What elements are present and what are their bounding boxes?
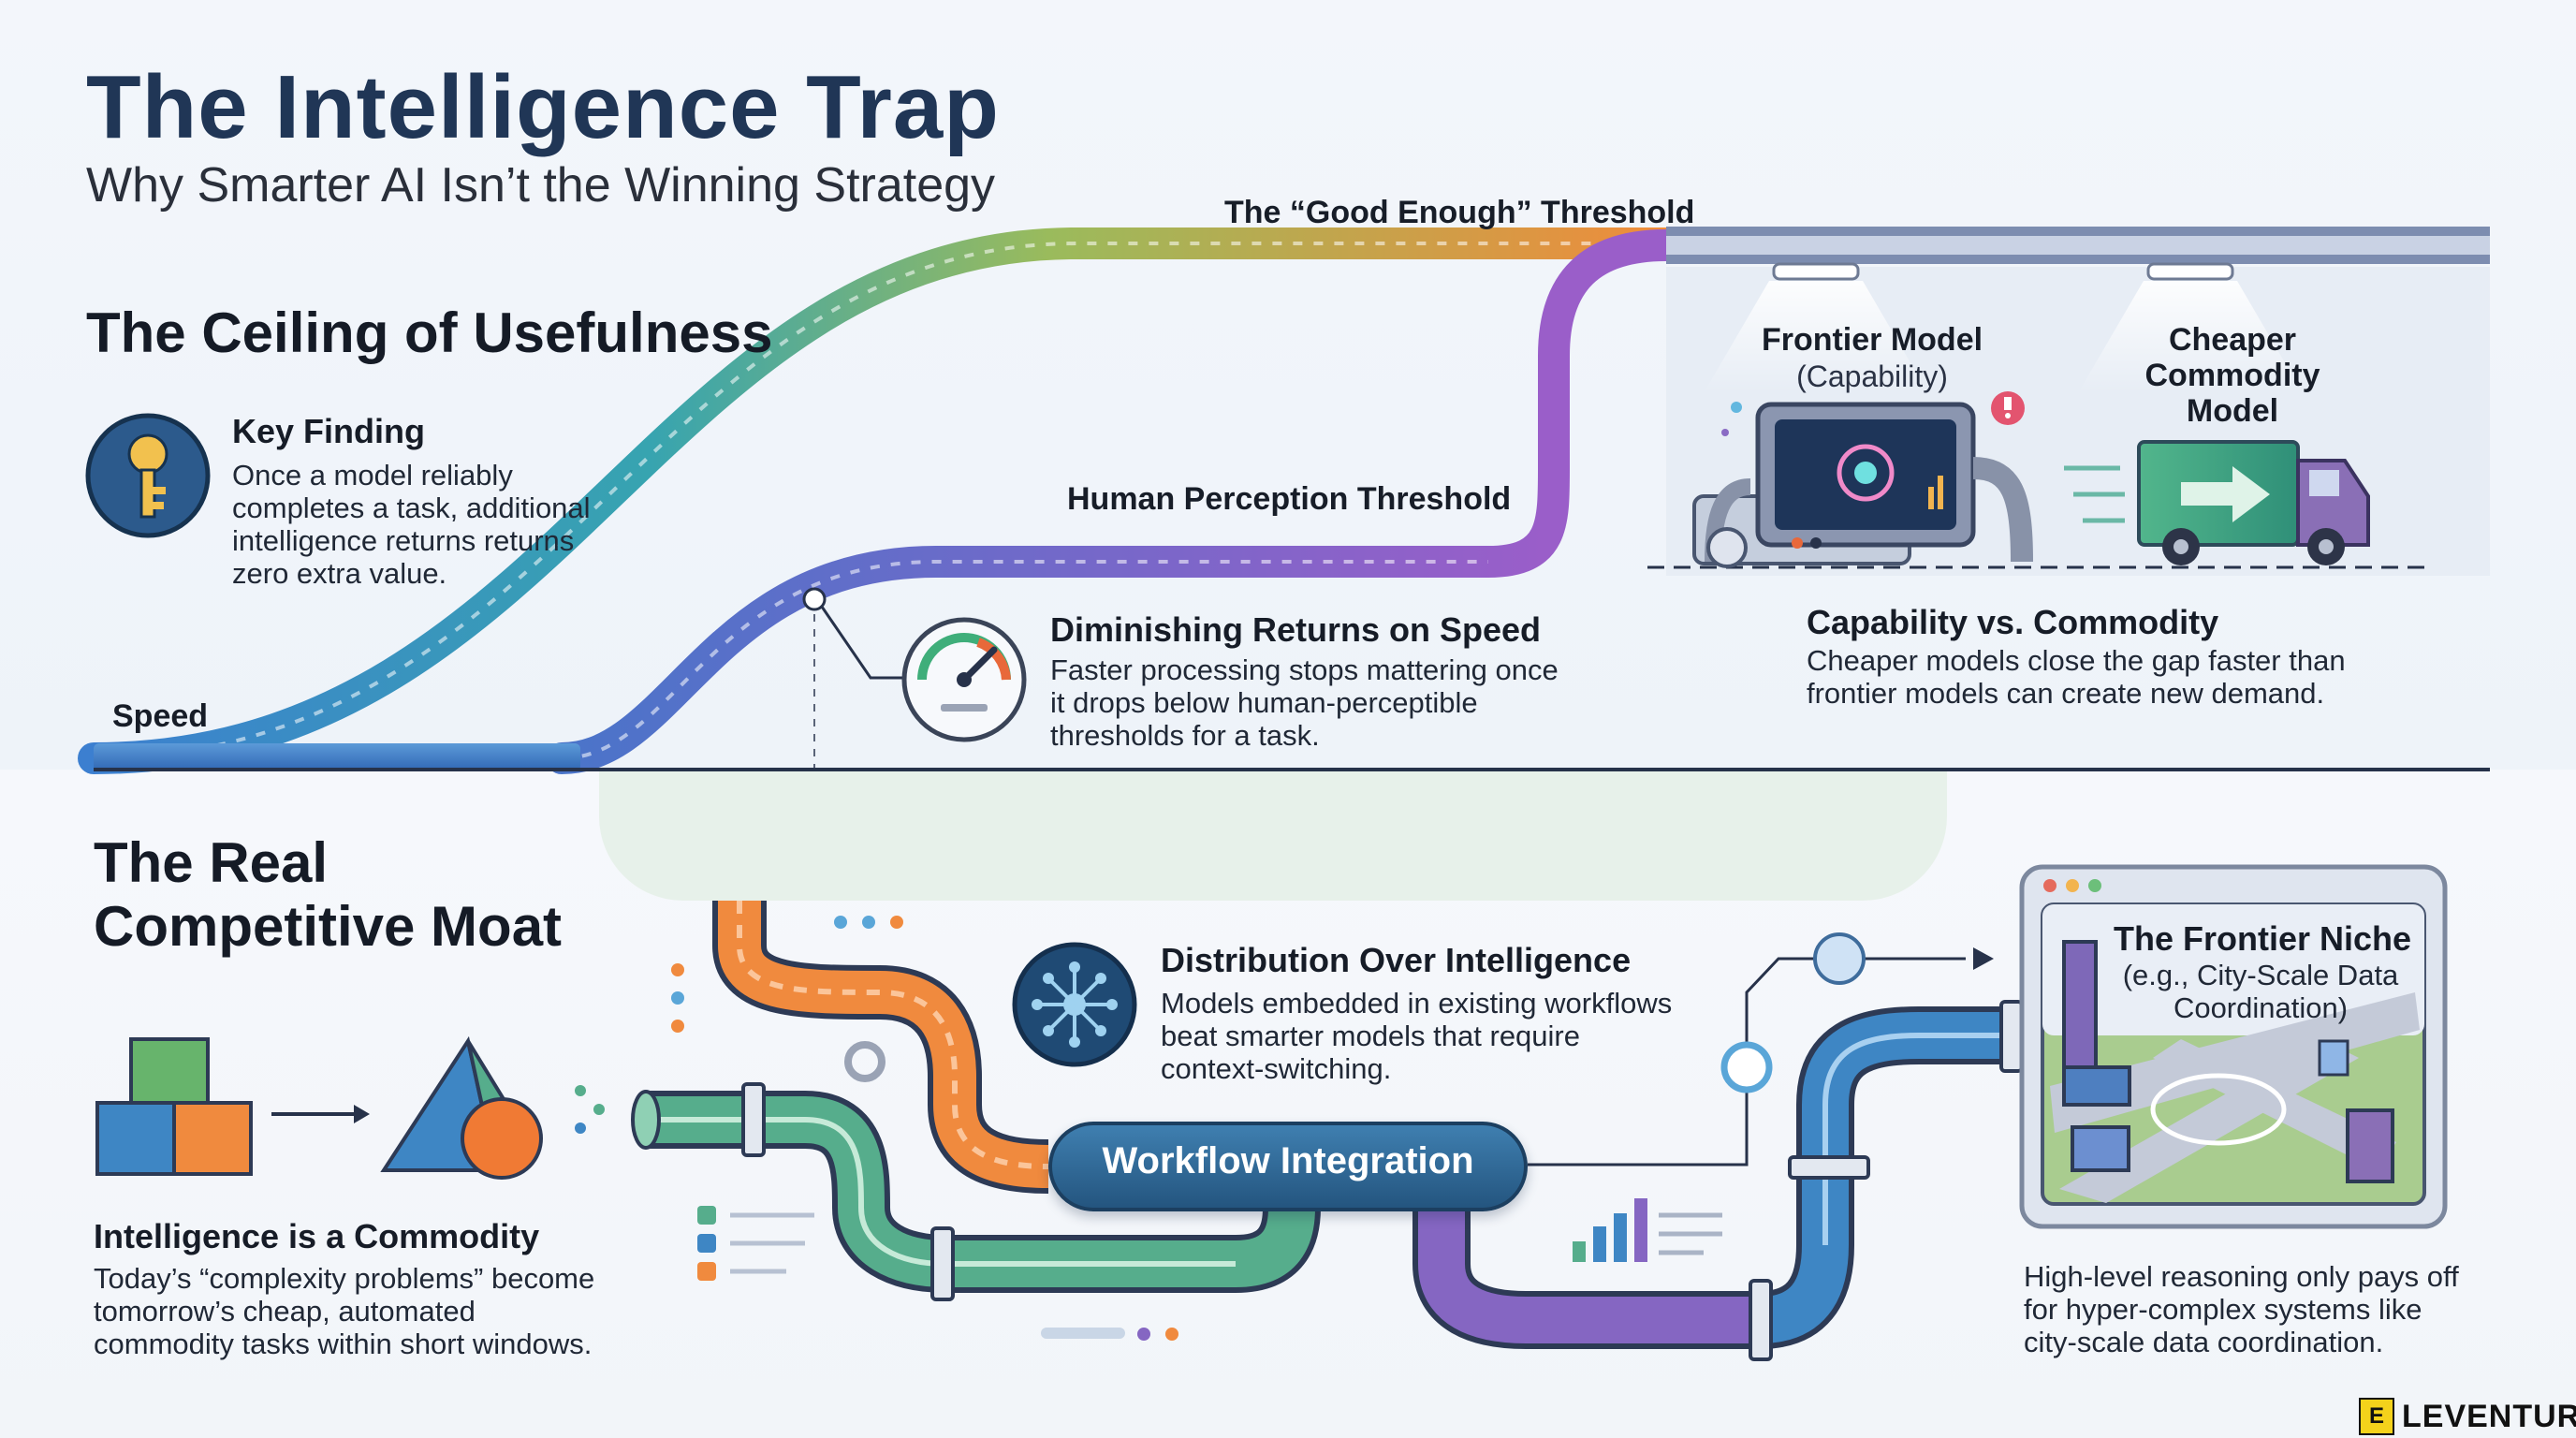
network-icon: [1012, 942, 1137, 1067]
workflow-connector: [1528, 932, 1994, 1167]
pipe-purple: [1412, 1000, 2024, 1361]
brand-logo: E LEVENTURES: [2359, 1397, 2576, 1436]
frontier-model-subtitle: (Capability): [1796, 360, 1948, 393]
page-title: The Intelligence Trap: [86, 57, 1000, 157]
decorative-dots: [575, 916, 1178, 1341]
section-heading-moat: The Real Competitive Moat: [94, 831, 563, 958]
brand-name: LEVENTURES: [2402, 1398, 2576, 1434]
workflow-integration-pill: [1048, 1122, 1528, 1211]
human-perception-threshold-label: Human Perception Threshold: [1067, 481, 1512, 517]
brand-mark-icon: E: [2359, 1398, 2394, 1435]
cubes-to-shapes-icon: [95, 1035, 543, 1180]
frontier-model-title: Frontier Model: [1761, 322, 1983, 358]
frontier-niche-title: The Frontier Niche: [2113, 919, 2412, 958]
frontier-model-machine-icon: [1692, 391, 2033, 568]
pipe-orange: [712, 901, 1049, 1194]
commodity-truck-icon: [2064, 440, 2370, 565]
diminishing-returns-text: Faster processing stops mattering once i…: [1050, 653, 1559, 752]
key-finding-title: Key Finding: [232, 412, 425, 450]
speed-curve-human-perception: [546, 229, 1682, 774]
frontier-niche-subtitle: (e.g., City-Scale Data Coordination): [2122, 959, 2399, 1024]
bar-chart-icon: [1573, 1198, 1722, 1262]
list-icon: [697, 1206, 814, 1281]
capability-vs-commodity-title: Capability vs. Commodity: [1807, 603, 2219, 641]
frontier-niche-window: [2019, 864, 2448, 1229]
distribution-title: Distribution Over Intelligence: [1161, 941, 1632, 979]
speed-curve-good-enough: [78, 227, 1701, 774]
commodity-title: Intelligence is a Commodity: [94, 1217, 540, 1255]
key-icon: [85, 413, 211, 538]
key-finding-text: Once a model reliably completes a task, …: [232, 459, 591, 590]
section-tab: [599, 770, 1947, 901]
section-divider: [94, 768, 2490, 771]
capability-vs-commodity-text: Cheaper models close the gap faster than…: [1807, 644, 2346, 710]
curve-marker: [802, 587, 904, 768]
diminishing-returns-title: Diminishing Returns on Speed: [1050, 610, 1542, 649]
workflow-integration-label: Workflow Integration: [1102, 1140, 1474, 1181]
page-subtitle: Why Smarter AI Isn’t the Winning Strateg…: [86, 158, 996, 213]
commodity-model-title: Cheaper Commodity Model: [2144, 322, 2320, 429]
good-enough-threshold-label: The “Good Enough” Threshold: [1224, 195, 1695, 230]
commodity-text: Today’s “complexity problems” become tom…: [94, 1262, 595, 1360]
section-heading-ceiling: The Ceiling of Usefulness: [86, 301, 773, 364]
gauge-icon: [901, 617, 1027, 742]
speed-baseline: [94, 743, 580, 771]
pipe-green: [631, 1082, 1321, 1301]
speed-label: Speed: [112, 698, 209, 734]
distribution-text: Models embedded in existing workflows be…: [1161, 987, 1673, 1085]
frontier-niche-caption: High-level reasoning only pays off for h…: [2024, 1260, 2459, 1358]
